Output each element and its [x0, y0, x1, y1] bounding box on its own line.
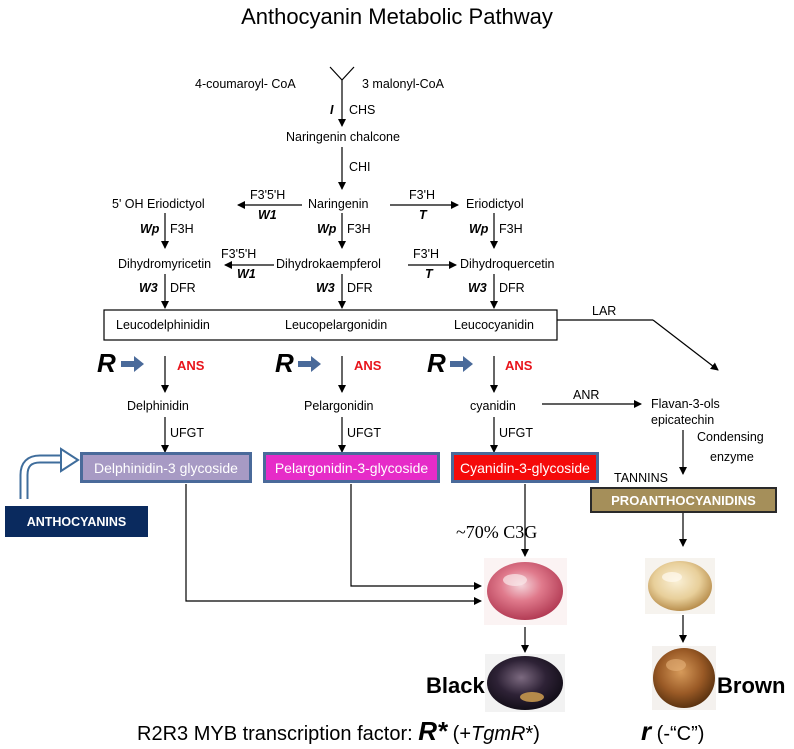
anthocyanins-curved-arrow	[19, 447, 80, 499]
pelargonidin-glycoside-box: Pelargonidin-3-glycoside	[263, 452, 440, 483]
compound-eriodictyol: Eriodictyol	[466, 197, 524, 211]
substrate-junction	[329, 66, 355, 81]
footer-r-recessive: r (-“C”)	[641, 718, 704, 744]
compound-5oh-eriodictyol: 5' OH Eriodictyol	[112, 197, 205, 211]
enzyme-dfr-left: DFR	[170, 281, 196, 295]
enzyme-f3ph-bottom: F3'H	[413, 247, 440, 261]
footer-prefix: R2R3 MYB transcription factor:	[137, 723, 419, 745]
enzyme-chi: CHI	[349, 160, 371, 174]
compound-naringenin: Naringenin	[308, 197, 369, 211]
gene-w1-bottom: W1	[237, 267, 256, 281]
footer-paren-close: *)	[525, 723, 540, 745]
gene-wp-right: Wp	[469, 222, 489, 236]
compound-leucocyanidin: Leucocyanidin	[454, 318, 534, 332]
enzyme-f3h-right: F3H	[499, 222, 523, 236]
footer-tgmr: TgmR	[471, 723, 526, 745]
enzyme-chs: CHS	[349, 103, 376, 117]
black-label: Black	[426, 673, 485, 698]
footer-paren-open: (+	[447, 723, 472, 745]
cyanidin-glycoside-box: Cyanidin-3-glycoside	[451, 452, 599, 483]
gene-i: I	[330, 103, 334, 117]
leucoanthocyanidin-box	[103, 309, 558, 341]
anthocyanins-label-box: ANTHOCYANINS	[5, 506, 148, 537]
footer-r: r	[641, 716, 652, 746]
enzyme-f35h-bottom: F3'5'H	[221, 247, 257, 261]
compound-naringenin-chalcone: Naringenin chalcone	[286, 130, 400, 144]
compound-tannins: TANNINS	[614, 471, 668, 485]
tan-bean-photo	[645, 558, 715, 614]
compound-malonyl-coa: 3 malonyl-CoA	[362, 77, 444, 91]
proanthocyanidins-label-box: PROANTHOCYANIDINS	[590, 487, 777, 513]
enzyme-ans-left: ANS	[177, 358, 205, 373]
pink-bean-photo	[484, 558, 567, 625]
compound-flavan-3-ols: Flavan-3-ols	[651, 397, 720, 411]
black-bean-photo	[485, 654, 565, 712]
arrow-lar	[652, 319, 719, 371]
gene-w3-right: W3	[468, 281, 487, 295]
footer-r-star: R*	[418, 716, 448, 746]
enzyme-dfr-right: DFR	[499, 281, 525, 295]
compound-leucopelargonidin: Leucopelargonidin	[285, 318, 388, 332]
compound-epicatechin: epicatechin	[651, 413, 715, 427]
enzyme-ufgt-right: UFGT	[499, 426, 534, 440]
vertical-arrows	[161, 80, 687, 653]
r-regulator-arrows	[121, 356, 473, 372]
enzyme-f3ph-top: F3'H	[409, 188, 436, 202]
enzyme-ans-right: ANS	[505, 358, 533, 373]
gene-r-mid: R	[275, 348, 294, 378]
footer-mybfactor: R2R3 MYB transcription factor: R* (+TgmR…	[137, 718, 540, 744]
compound-pelargonidin: Pelargonidin	[304, 399, 374, 413]
enzyme-f35h-top: F3'5'H	[250, 188, 286, 202]
compound-dihydromyricetin: Dihydromyricetin	[118, 257, 212, 271]
gene-r-left: R	[97, 348, 116, 378]
compound-cyanidin: cyanidin	[470, 399, 516, 413]
gene-wp-mid: Wp	[317, 222, 337, 236]
enzyme-ufgt-left: UFGT	[170, 426, 205, 440]
enzyme-dfr-mid: DFR	[347, 281, 373, 295]
gene-t-top: T	[419, 208, 427, 222]
enzyme-anr: ANR	[573, 388, 600, 402]
delphinidin-glycoside-box: Delphinidin-3 glycoside	[80, 452, 252, 483]
gene-t-bottom: T	[425, 267, 433, 281]
gene-w3-left: W3	[139, 281, 158, 295]
gene-wp-left: Wp	[140, 222, 160, 236]
compound-coumaroyl-coa: 4-coumaroyl- CoA	[195, 77, 296, 91]
enzyme-condensing: Condensing	[697, 430, 764, 444]
enzyme-f3h-mid: F3H	[347, 222, 371, 236]
enzyme-condensing-enzyme: enzyme	[710, 450, 754, 464]
gene-w1-top: W1	[258, 208, 277, 222]
enzyme-f3h-left: F3H	[170, 222, 194, 236]
page-title: Anthocyanin Metabolic Pathway	[241, 4, 553, 29]
compound-delphinidin: Delphinidin	[127, 399, 189, 413]
enzyme-ufgt-mid: UFGT	[347, 426, 382, 440]
brown-label: Brown	[717, 673, 786, 698]
gene-r-right: R	[427, 348, 446, 378]
c3g-percentage-label: ~70% C3G	[456, 522, 538, 542]
brown-bean-photo	[652, 646, 716, 710]
compound-dihydroquercetin: Dihydroquercetin	[460, 257, 555, 271]
compound-leucodelphinidin: Leucodelphinidin	[116, 318, 210, 332]
compound-dihydrokaempferol: Dihydrokaempferol	[276, 257, 381, 271]
horizontal-arrows	[224, 201, 719, 408]
gene-w3-mid: W3	[316, 281, 335, 295]
glycoside-routes	[185, 484, 482, 605]
footer-c: (-“C”)	[651, 723, 705, 745]
enzyme-lar: LAR	[592, 304, 617, 318]
enzyme-ans-mid: ANS	[354, 358, 382, 373]
